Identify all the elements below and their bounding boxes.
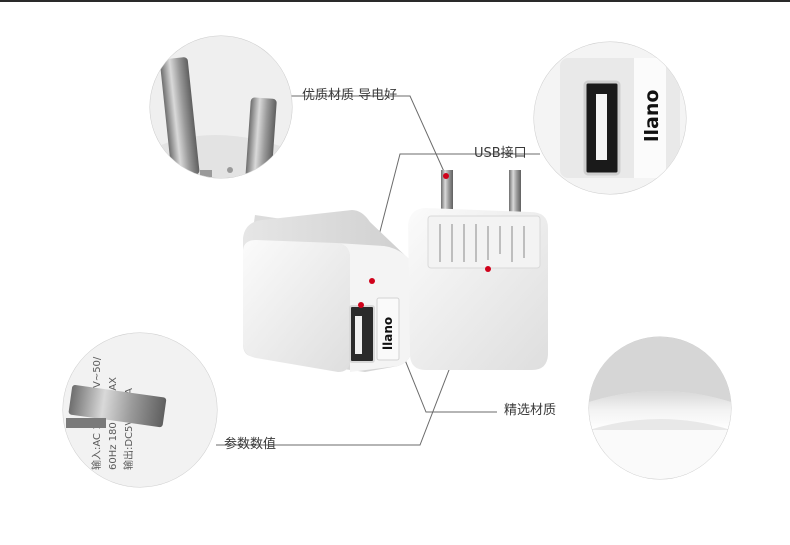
callout-parameters: 参数数值 [224,437,277,452]
dot-usb [369,278,375,284]
usb-port-closeup-circle: llano [533,41,687,195]
callout-selected-material: 精选材质 [504,403,557,418]
brand-logo-closeup: llano [641,90,663,142]
spec-label-closeup-circle: 输入:AC 100-240V~50/ 60Hz 180 mA MAX 输出:DC… [62,332,218,488]
charger-front-view: llano [243,210,412,372]
prong-left-icon [159,57,200,177]
prong-back-right-icon [509,170,521,222]
prong-closeup-circle [149,35,293,179]
dot-parameters [485,266,491,272]
dot-selected [358,302,364,308]
callout-material-conductivity: 优质材质 导电好 [302,88,398,103]
prong-side-icon [68,384,167,428]
line-material-conductivity [290,95,447,177]
callout-dots [358,173,491,308]
brand-logo-front: llano [381,317,395,350]
shell-material-closeup-circle [588,336,732,480]
charger-back-view [408,170,548,370]
callout-usb-port: USB接口 [474,146,527,161]
dot-material [443,173,449,179]
top-border-line [0,0,790,2]
spec-line-2: 60Hz 180 mA MAX [108,377,119,470]
